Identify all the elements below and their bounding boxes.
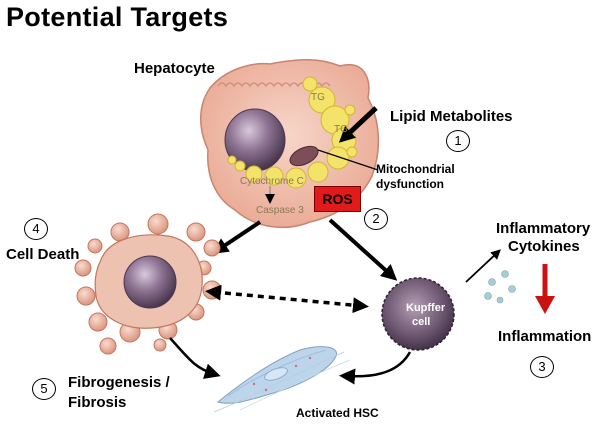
target-number-1: 1 — [446, 130, 470, 152]
cytochrome-c-label: Cytochrome C — [240, 176, 304, 187]
inflammation-arrow-head — [535, 296, 555, 314]
mito-leader-line — [317, 149, 379, 171]
target-number-5: 5 — [32, 378, 56, 400]
mito-label-line2: dysfunction — [376, 177, 444, 191]
dying-cell — [74, 213, 222, 355]
kupffer-label-line1: Kupffer — [406, 302, 446, 314]
cytokine-dots — [484, 270, 516, 304]
cell-death-label: Cell Death — [6, 246, 80, 263]
dotted-double-arrow — [205, 284, 369, 314]
lipid-metabolites-label: Lipid Metabolites — [390, 108, 513, 125]
caspase-3-label: Caspase 3 — [256, 205, 304, 216]
inflammation-label: Inflammation — [498, 328, 592, 345]
arrow-to-kupffer — [328, 218, 398, 281]
kupffer-cell — [381, 277, 455, 351]
cytokine-arrow — [465, 249, 501, 283]
kupffer-label-line2: cell — [412, 316, 431, 328]
target-number-2: 2 — [364, 208, 388, 230]
activated-hsc-label: Activated HSC — [296, 406, 379, 420]
target-number-4: 4 — [24, 218, 48, 240]
fibrogenesis-label-line1: Fibrogenesis / — [68, 374, 170, 391]
arrow-kupffer-to-hsc — [339, 351, 412, 385]
fibrosis-label-line2: Fibrosis — [68, 394, 127, 411]
tg-label-1: TG — [311, 92, 325, 103]
activated-hsc — [213, 346, 351, 413]
tg-label-2: TG — [334, 124, 348, 135]
ros-box: ROS — [314, 186, 361, 212]
arrow-cell-death-to-hsc — [169, 337, 221, 379]
inflammatory-label-line1: Inflammatory — [496, 220, 591, 237]
arrow-to-cell-death — [212, 220, 262, 254]
page-title: Potential Targets — [6, 2, 229, 32]
mito-label-line1: Mitochondrial — [376, 162, 455, 176]
hepatocyte-cell — [200, 58, 380, 229]
cytokines-label-line2: Cytokines — [508, 238, 580, 255]
lipid-arrow — [338, 106, 378, 143]
target-number-3: 3 — [530, 356, 554, 378]
hepatocyte-label: Hepatocyte — [134, 60, 215, 77]
